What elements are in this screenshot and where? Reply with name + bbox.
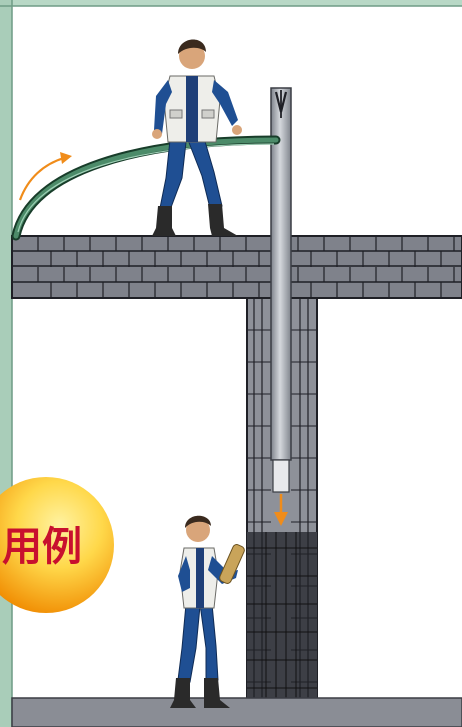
frame-inner (10, 6, 462, 718)
badge-label: 用例 (2, 523, 82, 570)
worker-holding-tool-icon (170, 515, 245, 708)
bend-pipe (11, 135, 281, 241)
worker-standing-icon (152, 39, 242, 236)
shaft-dark-section (247, 532, 317, 698)
ground-strip (11, 697, 462, 727)
shaft-column (246, 297, 318, 699)
vertical-pipe (270, 87, 292, 493)
slab-body (11, 235, 462, 299)
downward-arrow-icon (274, 494, 288, 526)
frame-left-strip (0, 0, 12, 727)
badge: 用例 (0, 477, 114, 613)
badge-circle (0, 477, 114, 613)
curved-arrow-icon (18, 152, 72, 201)
upper-floor-slab (11, 235, 462, 299)
pipe-tip (272, 459, 290, 493)
